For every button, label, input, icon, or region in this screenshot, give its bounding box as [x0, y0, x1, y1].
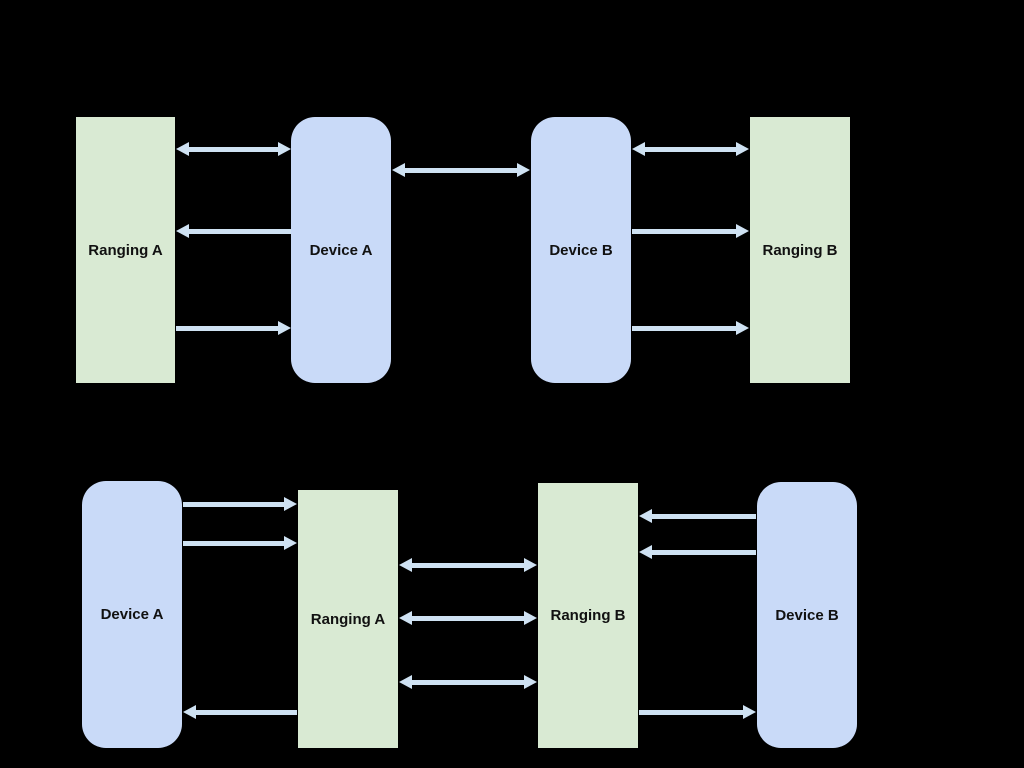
arrow-bottom-device-b-to-ranging-b-2: [639, 545, 756, 559]
arrow-shaft: [652, 513, 756, 519]
arrow-shaft: [196, 709, 297, 715]
arrow-shaft: [183, 540, 284, 546]
arrow-bottom-device-a-to-ranging-a-2: [183, 536, 297, 550]
bottom-ranging-a-label: Ranging A: [310, 610, 386, 628]
bottom-ranging-b-box: Ranging B: [538, 483, 638, 748]
top-ranging-b-box: Ranging B: [750, 117, 850, 383]
top-device-b-box: Device B: [531, 117, 631, 383]
arrow-shaft: [639, 709, 743, 715]
bottom-device-b-box: Device B: [757, 482, 857, 748]
arrowhead-right-icon: [524, 611, 537, 625]
arrowhead-right-icon: [278, 142, 291, 156]
arrow-bottom-ranging-b-to-device-b: [639, 705, 756, 719]
top-ranging-b-label: Ranging B: [762, 241, 838, 259]
arrow-top-device-b-to-ranging-b-2: [632, 321, 749, 335]
arrow-bottom-ranging-a-to-device-a: [183, 705, 297, 719]
arrow-shaft: [176, 325, 278, 331]
arrowhead-right-icon: [736, 321, 749, 335]
top-device-a-box: Device A: [291, 117, 391, 383]
arrow-bottom-ranging-a-ranging-b-bidirectional-1: [399, 558, 537, 572]
bottom-ranging-b-label: Ranging B: [550, 607, 626, 624]
arrowhead-left-icon: [392, 163, 405, 177]
arrow-bottom-device-a-to-ranging-a-1: [183, 497, 297, 511]
arrow-shaft: [189, 146, 278, 152]
arrow-shaft: [645, 146, 736, 152]
top-device-a-label: Device A: [309, 241, 373, 259]
top-device-b-label: Device B: [549, 241, 613, 259]
arrowhead-right-icon: [284, 536, 297, 550]
arrowhead-right-icon: [743, 705, 756, 719]
arrow-top-device-a-device-b-bidirectional: [392, 163, 530, 177]
arrowhead-left-icon: [639, 545, 652, 559]
arrowhead-left-icon: [399, 675, 412, 689]
arrowhead-left-icon: [399, 558, 412, 572]
arrowhead-left-icon: [632, 142, 645, 156]
arrow-top-ranging-a-to-device-a: [176, 321, 291, 335]
arrow-bottom-device-b-to-ranging-b-1: [639, 509, 756, 523]
arrowhead-right-icon: [284, 497, 297, 511]
bottom-device-a-label: Device A: [100, 606, 164, 623]
arrowhead-right-icon: [517, 163, 530, 177]
arrowhead-left-icon: [176, 142, 189, 156]
arrowhead-right-icon: [736, 142, 749, 156]
arrow-top-device-a-to-ranging-a: [176, 224, 291, 238]
arrow-top-device-b-to-ranging-b-1: [632, 224, 749, 238]
arrowhead-right-icon: [524, 675, 537, 689]
arrow-shaft: [652, 549, 756, 555]
arrowhead-left-icon: [639, 509, 652, 523]
arrow-bottom-ranging-a-ranging-b-bidirectional-3: [399, 675, 537, 689]
arrowhead-left-icon: [183, 705, 196, 719]
arrow-shaft: [405, 167, 517, 173]
arrow-bottom-ranging-a-ranging-b-bidirectional-2: [399, 611, 537, 625]
arrow-shaft: [632, 325, 736, 331]
arrowhead-left-icon: [176, 224, 189, 238]
arrow-shaft: [183, 501, 284, 507]
top-ranging-a-box: Ranging A: [76, 117, 175, 383]
arrowhead-left-icon: [399, 611, 412, 625]
bottom-device-b-label: Device B: [775, 606, 839, 624]
arrow-shaft: [189, 228, 291, 234]
arrowhead-right-icon: [524, 558, 537, 572]
arrow-top-ranging-a-device-a-bidirectional: [176, 142, 291, 156]
arrow-shaft: [412, 679, 524, 685]
arrow-top-device-b-ranging-b-bidirectional: [632, 142, 749, 156]
arrow-shaft: [412, 562, 524, 568]
arrowhead-right-icon: [278, 321, 291, 335]
top-ranging-a-label: Ranging A: [88, 241, 163, 259]
arrow-shaft: [632, 228, 736, 234]
bottom-device-a-box: Device A: [82, 481, 182, 748]
bottom-ranging-a-box: Ranging A: [298, 490, 398, 748]
arrow-shaft: [412, 615, 524, 621]
arrowhead-right-icon: [736, 224, 749, 238]
